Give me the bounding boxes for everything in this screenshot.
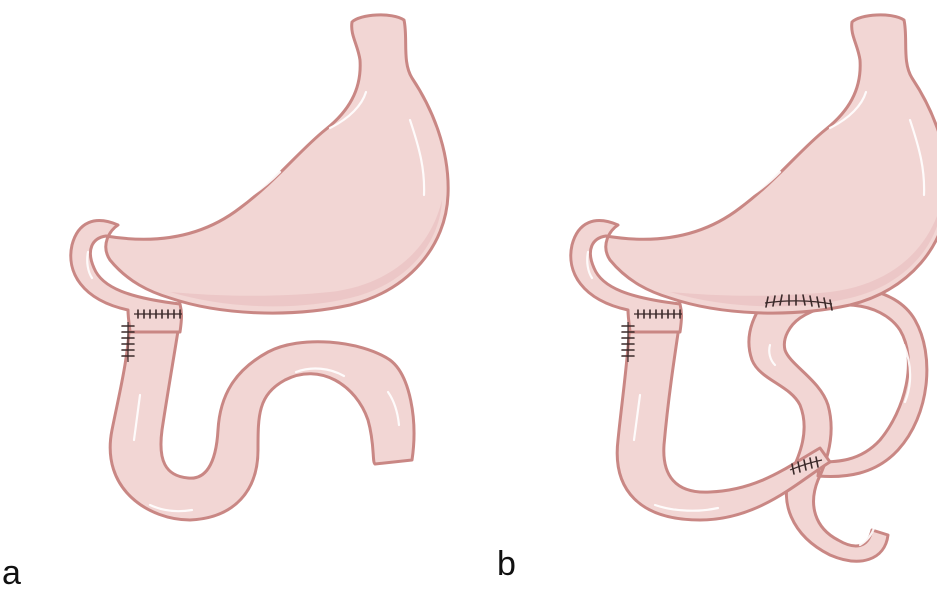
jejunal-loop-b bbox=[749, 287, 927, 561]
jejunal-limb-a bbox=[110, 318, 414, 520]
panel-b bbox=[571, 15, 937, 561]
panel-label-a: a bbox=[2, 554, 21, 589]
panel-label-b: b bbox=[497, 545, 516, 583]
stomach-a bbox=[71, 15, 448, 332]
panel-a bbox=[71, 15, 448, 520]
